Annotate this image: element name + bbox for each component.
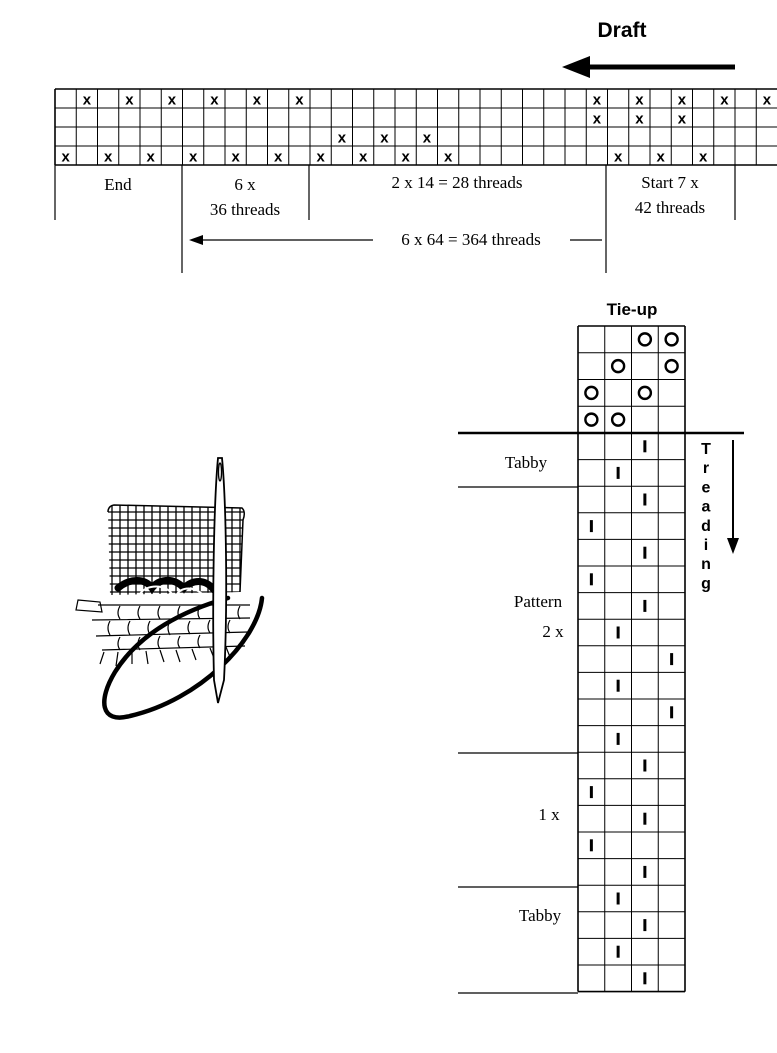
treading-letter: n	[701, 556, 711, 573]
draft-mark: x	[444, 149, 453, 166]
draft-mark: x	[274, 149, 283, 166]
draft-mark: x	[338, 130, 347, 147]
tieup-mark	[637, 385, 653, 401]
draft-mark: x	[253, 92, 262, 109]
tieup-grid	[577, 325, 686, 434]
section-six-x-threads-label: 36 threads	[210, 200, 280, 219]
tieup-mark	[610, 412, 626, 427]
repeat-label: 6 x 64 = 364 threads	[401, 230, 540, 249]
tieup-mark	[610, 358, 626, 374]
treading-direction-arrow	[727, 440, 739, 554]
tieup-mark	[584, 412, 599, 427]
draft-mark: x	[593, 92, 602, 109]
needle-weaving-illustration	[75, 457, 265, 720]
treading-group-pattern: Pattern	[514, 592, 563, 611]
draft-mark: x	[168, 92, 177, 109]
draft-mark: x	[401, 149, 410, 166]
treading-letter: T	[701, 441, 711, 458]
draft-mark: x	[423, 130, 432, 147]
treading-group-dividers	[458, 486, 578, 994]
section-start-threads-label: 42 threads	[635, 198, 705, 217]
draft-mark: x	[316, 149, 325, 166]
draft-mark: x	[104, 149, 113, 166]
tieup-title: Tie-up	[607, 300, 658, 319]
treading-letter: g	[701, 575, 711, 592]
draft-grid: xxxxxxxxxxxxxxxxxxxxxxxxxxxxxxxxxxx	[54, 88, 777, 166]
section-six-x-label: 6 x	[234, 175, 256, 194]
section-middle-label: 2 x 14 = 28 threads	[392, 173, 523, 192]
draft-mark: x	[380, 130, 389, 147]
draft-mark: x	[678, 92, 687, 109]
treading-group-tabby-bottom: Tabby	[519, 906, 562, 925]
section-end-label: End	[104, 175, 132, 194]
draft-mark: x	[763, 92, 772, 109]
treading-letter: d	[701, 518, 711, 535]
treading-letter: a	[702, 499, 711, 516]
draft-mark: x	[83, 92, 92, 109]
draft-direction-arrow	[562, 56, 735, 78]
treading-letter: r	[703, 460, 709, 477]
treading-letter: e	[702, 479, 711, 496]
draft-mark: x	[210, 92, 219, 109]
draft-section-dividers	[54, 165, 736, 273]
treading-grid	[577, 433, 686, 993]
draft-mark: x	[146, 149, 155, 166]
draft-mark: x	[61, 149, 70, 166]
draft-mark: x	[635, 92, 644, 109]
draft-mark: x	[656, 149, 665, 166]
draft-mark: x	[614, 149, 623, 166]
section-start-label: Start 7 x	[641, 173, 699, 192]
repeat-arrow	[189, 235, 602, 245]
draft-mark: x	[699, 149, 708, 166]
treading-group-tabby-top: Tabby	[505, 453, 548, 472]
draft-mark: x	[189, 149, 198, 166]
tieup-mark	[584, 385, 599, 401]
tieup-mark	[664, 332, 679, 347]
draft-mark: x	[678, 111, 687, 128]
tieup-mark	[664, 358, 679, 374]
draft-mark: x	[720, 92, 729, 109]
draft-mark: x	[295, 92, 304, 109]
tieup-mark	[637, 332, 653, 347]
treading-letter: i	[704, 537, 708, 554]
treading-group-one-x: 1 x	[538, 805, 560, 824]
treading-group-pattern-count: 2 x	[542, 622, 564, 641]
draft-mark: x	[125, 92, 134, 109]
draft-mark: x	[359, 149, 368, 166]
draft-title: Draft	[597, 19, 646, 42]
draft-mark: x	[635, 111, 644, 128]
draft-mark: x	[593, 111, 602, 128]
draft-mark: x	[231, 149, 240, 166]
